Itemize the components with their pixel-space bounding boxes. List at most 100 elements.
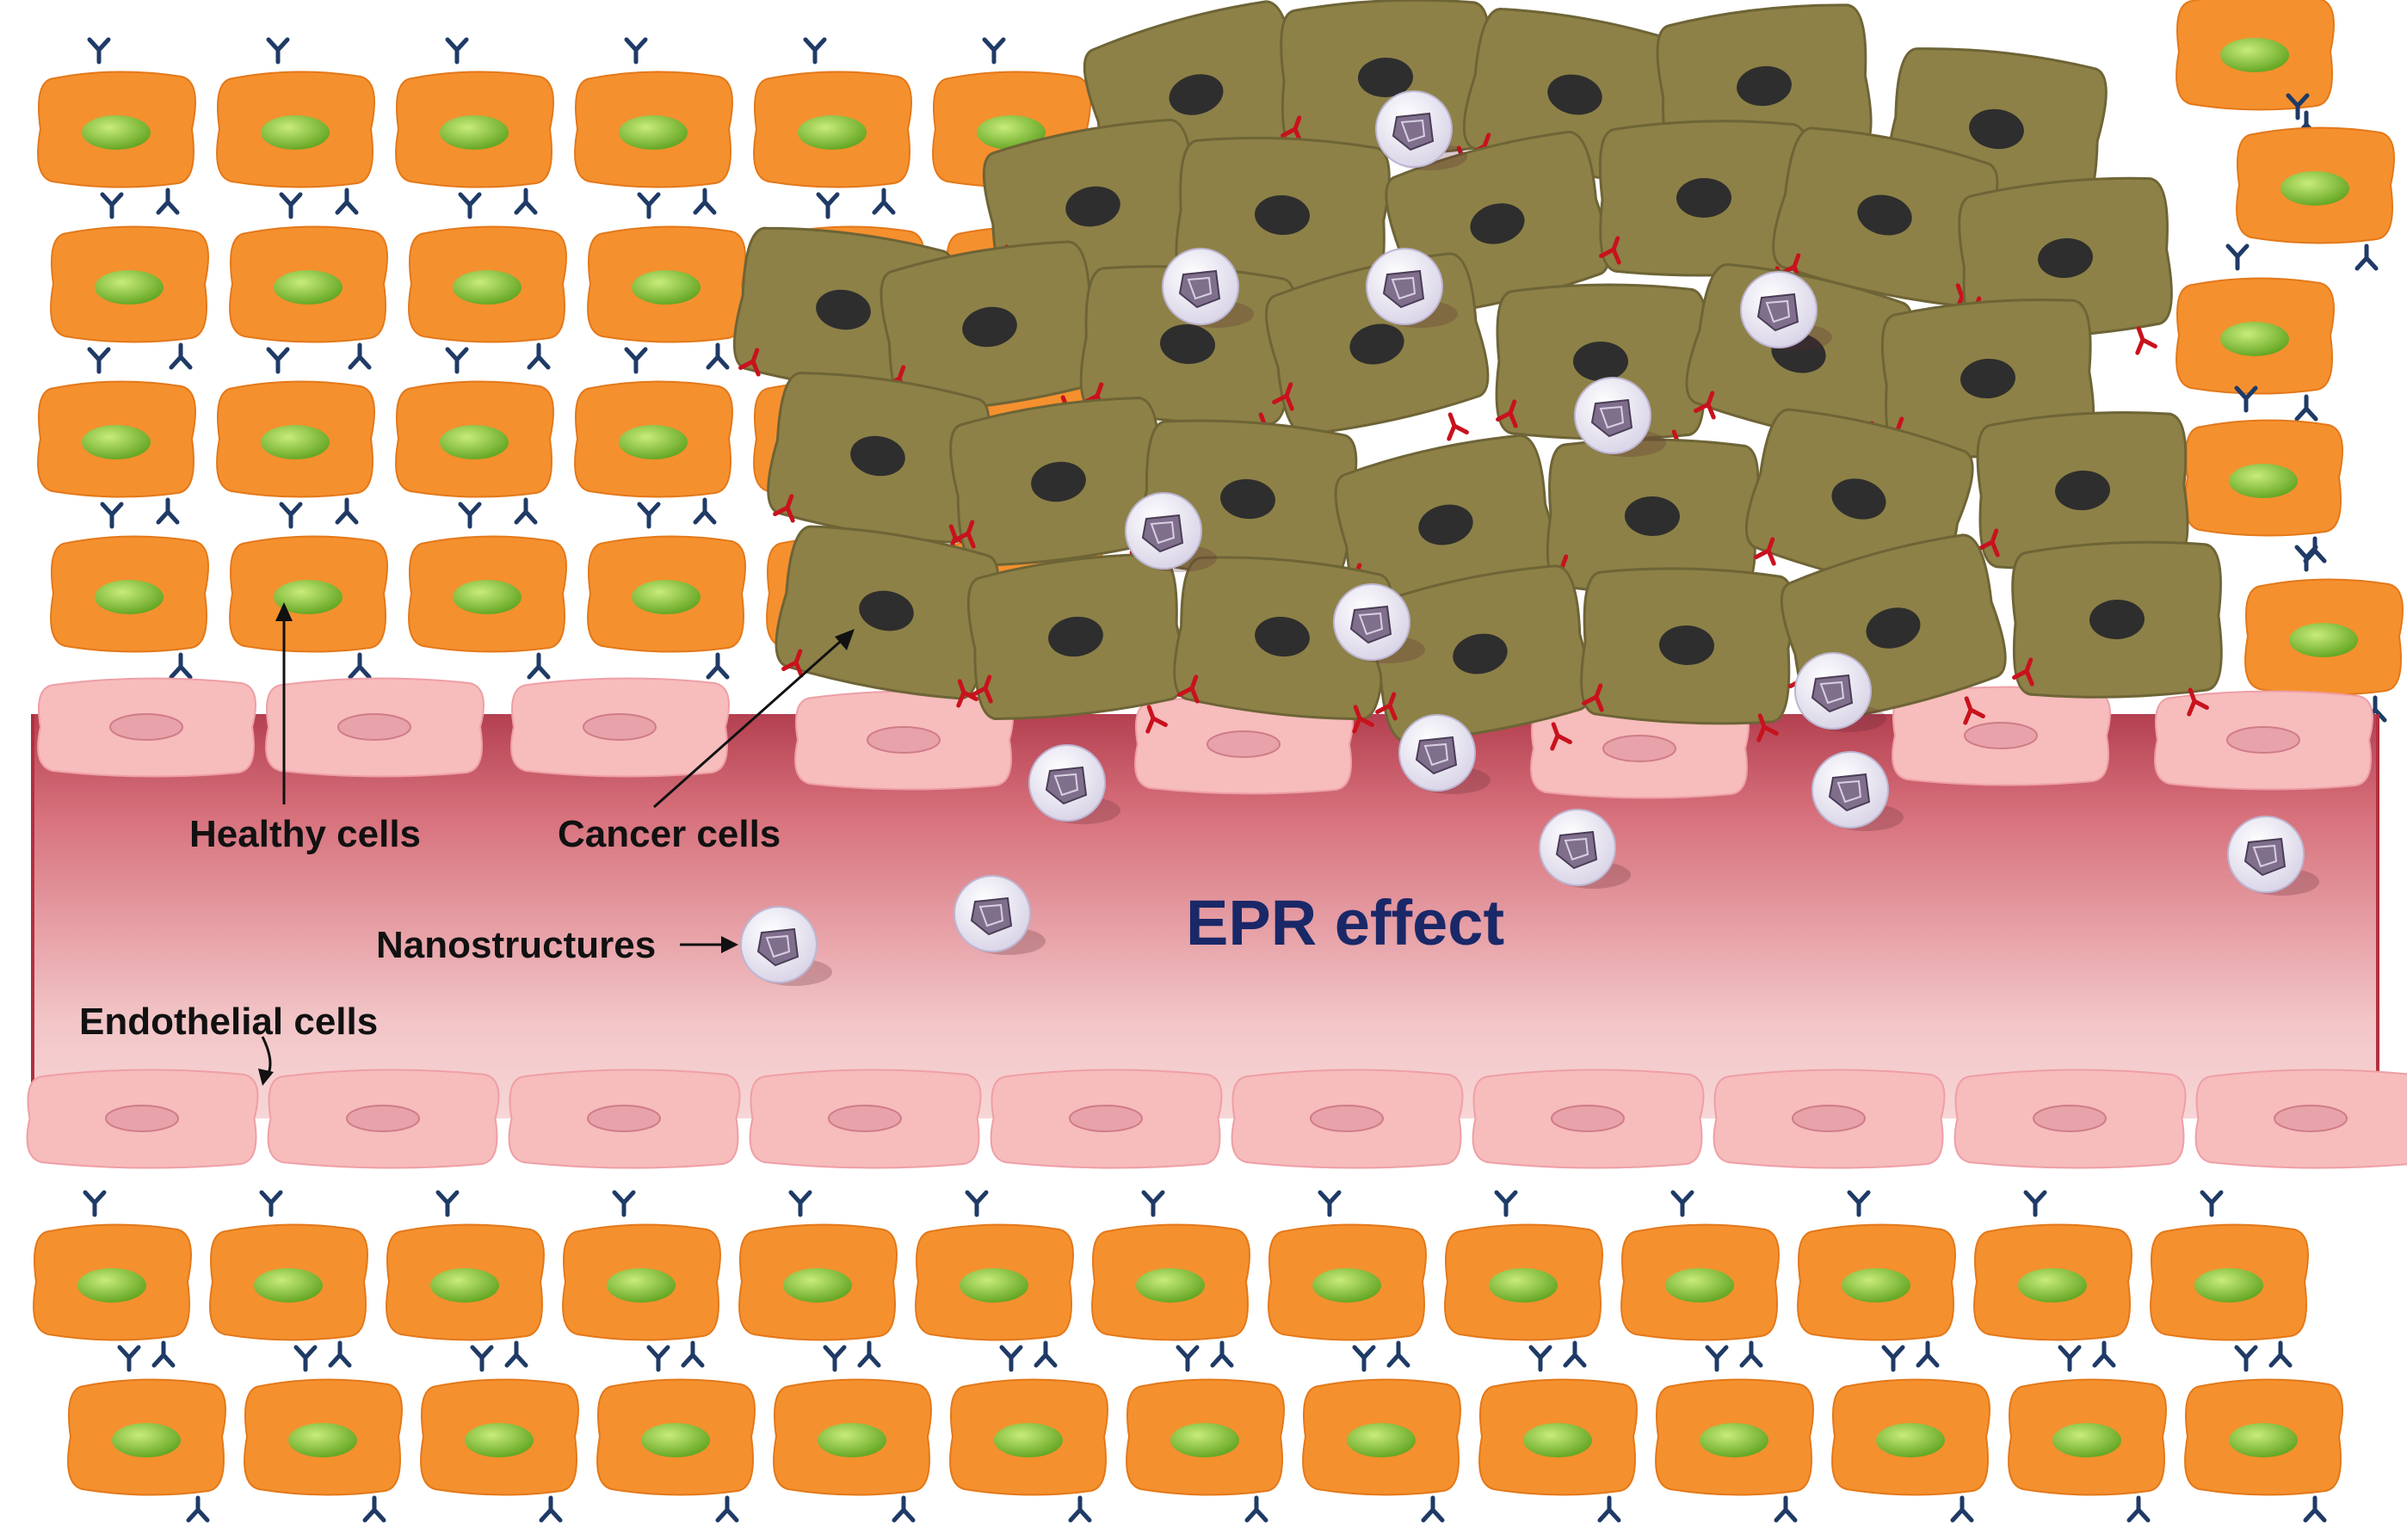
healthy-receptor-icon <box>1597 1495 1621 1523</box>
healthy-cell-nucleus <box>1876 1423 1945 1457</box>
healthy-receptor-icon <box>117 1345 141 1372</box>
nanostructure-icon <box>1125 492 1217 572</box>
nanostructure-icon <box>2227 816 2319 896</box>
cancer-receptor-icon <box>1550 722 1572 751</box>
healthy-receptor-icon <box>156 497 180 525</box>
healthy-cell <box>2176 0 2335 111</box>
healthy-cell <box>574 71 733 188</box>
healthy-cell <box>408 535 567 653</box>
healthy-cell-nucleus <box>1523 1423 1592 1457</box>
healthy-cell-nucleus <box>1170 1423 1239 1457</box>
healthy-cell-nucleus <box>440 425 509 459</box>
healthy-cell-nucleus <box>632 270 700 305</box>
healthy-receptor-icon <box>2268 1340 2293 1368</box>
healthy-receptor-icon <box>1421 1495 1445 1523</box>
cancer-receptor-icon <box>2187 687 2209 717</box>
nanostructure-icon <box>1375 90 1467 170</box>
healthy-receptor-icon <box>1352 1345 1376 1372</box>
healthy-receptor-icon <box>169 342 193 370</box>
healthy-cell-nucleus <box>112 1423 181 1457</box>
healthy-cell <box>915 1223 1074 1341</box>
healthy-cell <box>596 1378 756 1496</box>
healthy-receptor-icon <box>982 37 1006 65</box>
cancer-cell-nucleus <box>1453 633 1508 675</box>
healthy-cell <box>244 1378 403 1496</box>
healthy-cell <box>1655 1378 1814 1496</box>
cancer-cell <box>775 525 1000 700</box>
endothelial-nucleus <box>2274 1105 2348 1132</box>
healthy-receptor-icon <box>259 1190 283 1217</box>
endothelial-cell <box>794 690 1014 791</box>
healthy-cell-nucleus <box>288 1423 357 1457</box>
healthy-cell-nucleus <box>430 1268 499 1303</box>
cancer-cell-nucleus <box>1969 108 2024 150</box>
cancer-cell-nucleus <box>1418 504 1473 545</box>
healthy-cell-nucleus <box>2289 623 2358 657</box>
cancer-cell <box>1495 283 1707 440</box>
endothelial-cell <box>1953 1069 2187 1169</box>
cancer-cell <box>1958 176 2173 340</box>
endothelial-cell <box>267 1069 500 1169</box>
healthy-receptor-icon <box>266 347 290 374</box>
healthy-receptor-icon <box>1670 1190 1694 1217</box>
healthy-receptor-icon <box>514 188 538 215</box>
healthy-cell <box>587 225 746 343</box>
cancer-cell-nucleus <box>1349 323 1404 365</box>
healthy-cell-nucleus <box>261 425 330 459</box>
cancer-receptor-icon <box>1582 683 1604 712</box>
cancer-receptor-icon <box>781 649 804 678</box>
healthy-cell <box>395 71 554 188</box>
healthy-cell-nucleus <box>2220 38 2289 72</box>
healthy-receptor-icon <box>1705 1345 1729 1372</box>
healthy-receptor-icon <box>872 188 896 215</box>
healthy-cells-label: Healthy cells <box>189 813 421 855</box>
healthy-receptor-icon <box>693 188 717 215</box>
endothelial-cell <box>510 677 730 778</box>
healthy-cell <box>50 225 209 343</box>
healthy-cell <box>1831 1378 1990 1496</box>
nanostructure-icon <box>1333 583 1425 663</box>
healthy-cell-nucleus <box>254 1268 323 1303</box>
healthy-receptor-icon <box>266 37 290 65</box>
healthy-cell <box>1797 1223 1956 1341</box>
endothelial-cell <box>2194 1069 2407 1169</box>
endothelial-nucleus <box>828 1105 902 1132</box>
healthy-cell <box>773 1378 932 1496</box>
healthy-receptor-icon <box>816 192 840 219</box>
healthy-cell-nucleus <box>2280 171 2349 206</box>
healthy-cell-nucleus <box>1489 1268 1558 1303</box>
cancer-cell-nucleus <box>1358 57 1413 98</box>
healthy-receptor-icon <box>637 502 661 529</box>
healthy-receptor-icon <box>1068 1495 1092 1523</box>
cancer-receptor-icon <box>1145 705 1168 734</box>
healthy-receptor-icon <box>1739 1340 1763 1368</box>
healthy-receptor-icon <box>2234 385 2258 413</box>
healthy-receptor-icon <box>1494 1190 1518 1217</box>
endothelial-nucleus <box>337 713 411 741</box>
healthy-receptor-icon <box>1528 1345 1552 1372</box>
healthy-receptor-icon <box>279 192 303 219</box>
healthy-receptor-icon <box>892 1495 916 1523</box>
healthy-cell <box>229 225 388 343</box>
healthy-receptor-icon <box>965 1190 989 1217</box>
healthy-cell-nucleus <box>453 270 522 305</box>
endothelial-cell <box>265 677 484 778</box>
healthy-cell-nucleus <box>95 580 164 614</box>
healthy-receptor-icon <box>646 1345 670 1372</box>
nanostructure-icon <box>1398 714 1490 794</box>
annotations: Healthy cells Cancer cells Nanostructure… <box>79 602 1504 1086</box>
healthy-receptor-icon <box>624 37 648 65</box>
healthy-receptor-icon <box>2286 93 2310 120</box>
cancer-cell-nucleus <box>1169 74 1224 115</box>
healthy-receptor-icon <box>458 192 482 219</box>
cancer-cell-nucleus <box>850 435 905 477</box>
healthy-receptor-icon <box>788 1190 812 1217</box>
healthy-cell-nucleus <box>440 115 509 150</box>
healthy-receptor-icon <box>2225 243 2250 271</box>
healthy-receptor-icon <box>186 1495 210 1523</box>
healthy-cell <box>574 380 733 498</box>
cancer-receptor-icon <box>1599 236 1621 265</box>
healthy-receptor-icon <box>706 652 730 680</box>
healthy-cell <box>209 1223 368 1341</box>
endothelial-cell <box>1892 686 2111 786</box>
